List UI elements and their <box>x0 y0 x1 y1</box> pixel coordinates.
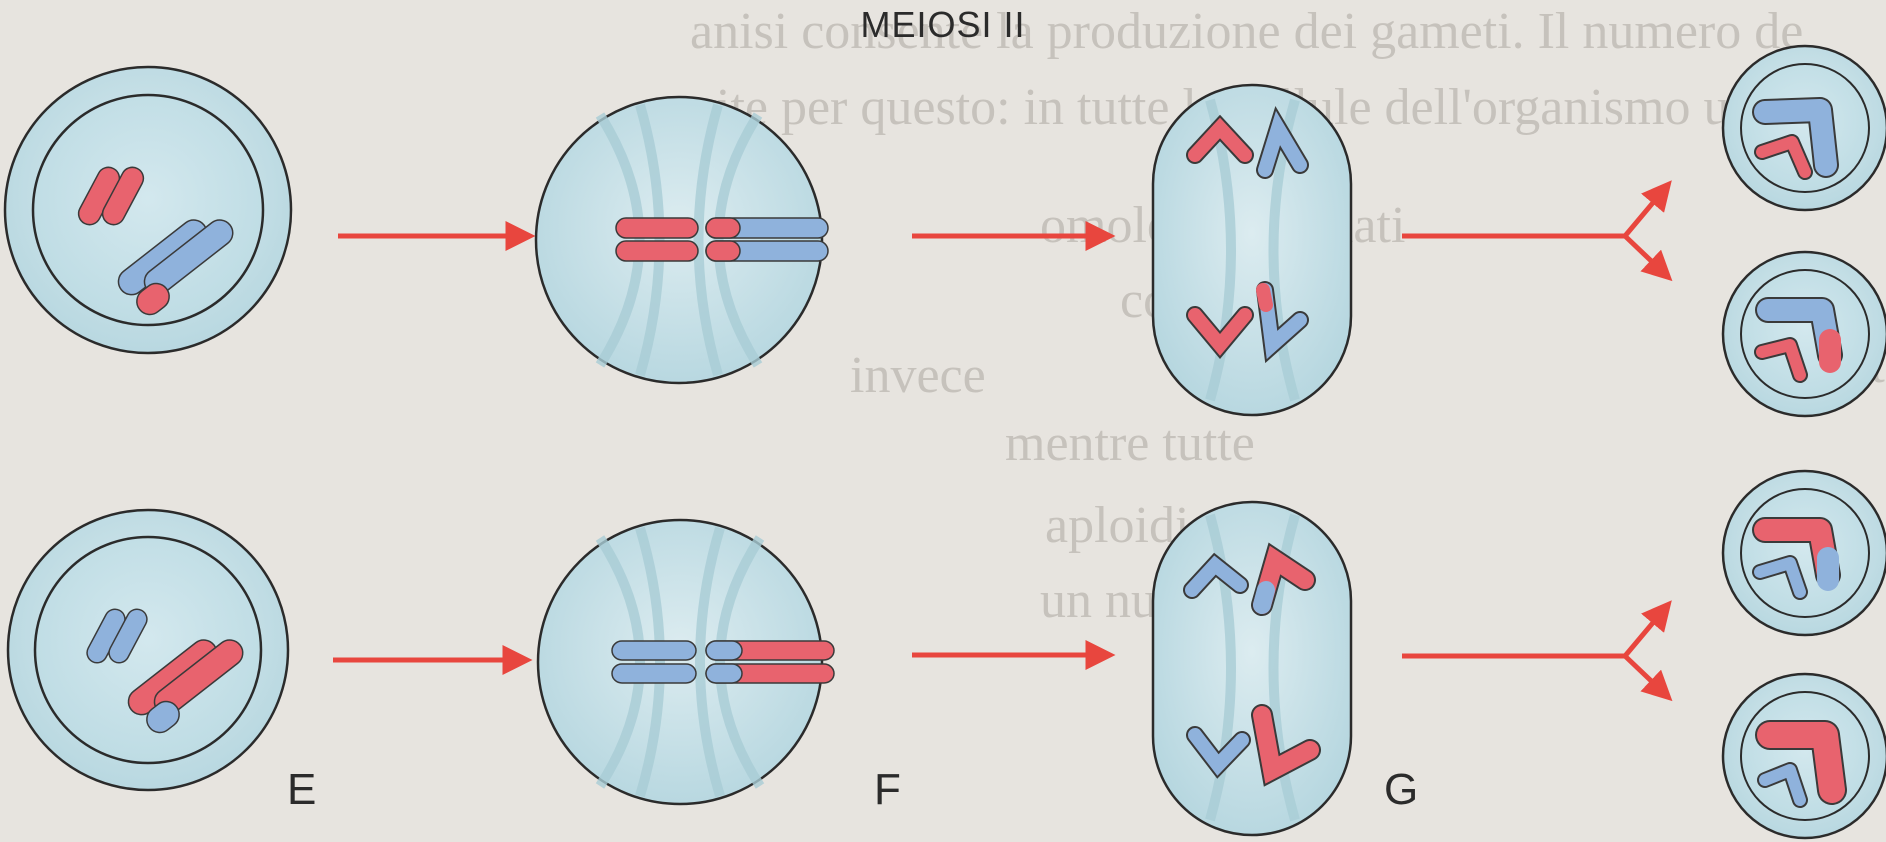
stage-label-g: G <box>1384 765 1418 815</box>
daughter-cell <box>1723 471 1886 635</box>
stage-label-f: F <box>874 765 901 815</box>
cell-prophase-bottom <box>8 510 288 790</box>
arrow-split <box>1402 606 1667 696</box>
daughter-cell <box>1723 674 1886 838</box>
cell-prophase-top <box>5 67 291 353</box>
diagram-title: MEIOSI II <box>0 4 1886 46</box>
daughter-cell <box>1723 46 1886 210</box>
arrow-split <box>1402 186 1667 276</box>
stage-label-e: E <box>287 765 316 815</box>
cell-metaphase-top <box>536 97 828 383</box>
cell-anaphase-top <box>1153 85 1351 415</box>
cell-metaphase-bottom <box>538 520 834 804</box>
cell-anaphase-bottom <box>1153 502 1351 835</box>
daughter-cell <box>1723 252 1886 416</box>
